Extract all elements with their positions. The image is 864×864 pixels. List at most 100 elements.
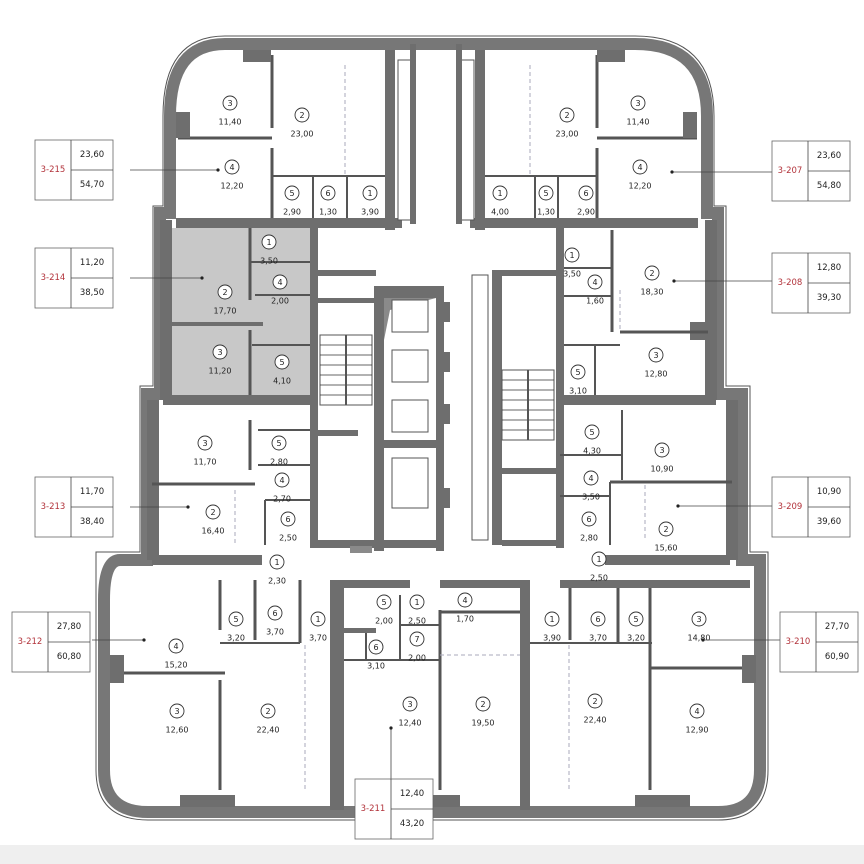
room-marker[interactable]: 311,20 xyxy=(209,344,232,376)
room-marker[interactable]: 52,90 xyxy=(283,185,301,217)
room-marker[interactable]: 13,50 xyxy=(563,247,581,279)
room-marker[interactable]: 62,50 xyxy=(279,511,297,543)
room-number-circle xyxy=(272,274,288,290)
room-number-circle xyxy=(269,554,285,570)
room-number-circle xyxy=(591,551,607,567)
total-area: 60,90 xyxy=(825,652,849,662)
room-marker[interactable]: 53,10 xyxy=(569,364,587,396)
room-marker[interactable]: 12,30 xyxy=(268,554,286,586)
room-number: 3 xyxy=(653,351,658,360)
room-marker[interactable]: 54,10 xyxy=(273,354,291,386)
living-area: 27,70 xyxy=(825,622,849,632)
room-number: 1 xyxy=(497,189,502,198)
room-marker[interactable]: 61,30 xyxy=(319,185,337,217)
room-marker[interactable]: 312,60 xyxy=(166,703,189,735)
room-area: 3,50 xyxy=(563,270,581,279)
room-number-circle xyxy=(587,693,603,709)
total-area: 39,60 xyxy=(817,517,841,527)
room-marker[interactable]: 217,70 xyxy=(214,284,237,316)
room-marker[interactable]: 13,70 xyxy=(309,611,327,643)
room-area: 2,30 xyxy=(268,577,286,586)
apartment-id: 3-214 xyxy=(41,273,66,283)
room-marker[interactable]: 218,30 xyxy=(641,265,664,297)
apartment-id: 3-210 xyxy=(786,637,811,647)
room-marker[interactable]: 51,30 xyxy=(537,185,555,217)
room-marker[interactable]: 412,20 xyxy=(629,159,652,191)
room-marker[interactable]: 43,50 xyxy=(582,470,600,502)
room-marker[interactable]: 223,00 xyxy=(556,107,579,139)
room-marker[interactable]: 52,00 xyxy=(375,594,393,626)
room-number: 5 xyxy=(279,358,284,367)
room-marker[interactable]: 62,90 xyxy=(577,185,595,217)
apartment-id: 3-208 xyxy=(778,278,803,288)
room-marker[interactable]: 311,40 xyxy=(627,95,650,127)
room-number-circle xyxy=(587,274,603,290)
room-marker[interactable]: 14,00 xyxy=(491,185,509,217)
room-number: 4 xyxy=(173,642,178,651)
room-marker[interactable]: 215,60 xyxy=(655,521,678,553)
room-number: 6 xyxy=(325,189,330,198)
room-marker[interactable]: 222,40 xyxy=(584,693,607,725)
room-marker[interactable]: 72,00 xyxy=(408,631,426,663)
room-marker[interactable]: 222,40 xyxy=(257,703,280,735)
room-marker[interactable]: 312,80 xyxy=(645,347,668,379)
room-area: 22,40 xyxy=(257,726,280,735)
room-marker[interactable]: 41,70 xyxy=(456,592,474,624)
room-number-circle xyxy=(492,185,508,201)
room-marker[interactable]: 310,90 xyxy=(651,442,674,474)
room-marker[interactable]: 223,00 xyxy=(291,107,314,139)
room-marker[interactable]: 42,00 xyxy=(271,274,289,306)
room-marker[interactable]: 12,50 xyxy=(408,594,426,626)
room-marker[interactable]: 415,20 xyxy=(165,638,188,670)
room-marker[interactable]: 53,20 xyxy=(227,611,245,643)
room-number-circle xyxy=(559,107,575,123)
living-area: 12,80 xyxy=(817,263,841,273)
room-marker[interactable]: 314,80 xyxy=(688,611,711,643)
room-marker[interactable]: 412,90 xyxy=(686,703,709,735)
apartment-id: 3-207 xyxy=(778,166,803,176)
room-marker[interactable]: 219,50 xyxy=(472,696,495,728)
room-marker[interactable]: 13,50 xyxy=(260,234,278,266)
room-area: 2,50 xyxy=(408,617,426,626)
room-number-circle xyxy=(376,594,392,610)
leader-dot xyxy=(389,726,393,730)
room-marker[interactable]: 63,70 xyxy=(266,605,284,637)
room-marker[interactable]: 13,90 xyxy=(361,185,379,217)
room-marker[interactable]: 13,90 xyxy=(543,611,561,643)
room-area: 12,60 xyxy=(166,726,189,735)
room-marker[interactable]: 54,30 xyxy=(583,424,601,456)
room-marker[interactable]: 312,40 xyxy=(399,696,422,728)
room-number: 4 xyxy=(694,707,699,716)
room-marker[interactable]: 412,20 xyxy=(221,159,244,191)
room-number-circle xyxy=(169,703,185,719)
room-area: 14,80 xyxy=(688,634,711,643)
room-marker[interactable]: 311,70 xyxy=(194,435,217,467)
room-number-circle xyxy=(284,185,300,201)
room-marker[interactable]: 216,40 xyxy=(202,504,225,536)
apartment-3-212-rooms: 53,20 63,70 13,70 415,20 312,60 222,40 xyxy=(165,605,327,735)
room-area: 15,60 xyxy=(655,544,678,553)
room-marker[interactable]: 53,20 xyxy=(627,611,645,643)
room-number-circle xyxy=(274,472,290,488)
room-marker[interactable]: 63,10 xyxy=(367,639,385,671)
room-marker[interactable]: 41,60 xyxy=(586,274,604,306)
apartment-tag-3-210[interactable]: 3-210 27,70 60,90 xyxy=(779,611,859,673)
top-shafts xyxy=(397,44,475,224)
room-number-circle xyxy=(310,611,326,627)
room-marker[interactable]: 63,70 xyxy=(589,611,607,643)
room-number-circle xyxy=(644,265,660,281)
room-marker[interactable]: 12,50 xyxy=(590,551,608,583)
room-marker[interactable]: 42,70 xyxy=(273,472,291,504)
room-marker[interactable]: 62,80 xyxy=(580,511,598,543)
room-marker[interactable]: 52,80 xyxy=(270,435,288,467)
room-marker[interactable]: 311,40 xyxy=(219,95,242,127)
room-number: 6 xyxy=(595,615,600,624)
